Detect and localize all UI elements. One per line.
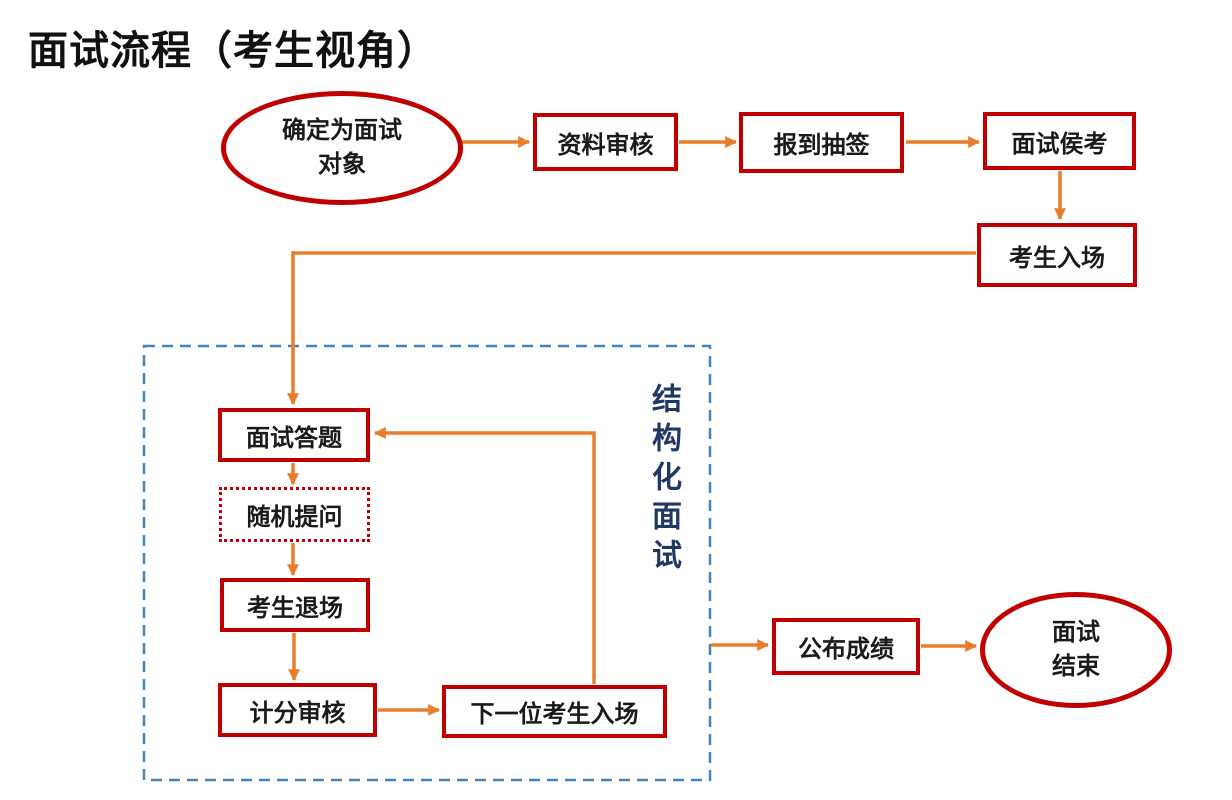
node-interview-answer-label: 面试答题 bbox=[246, 424, 342, 452]
node-end-line1: 面试 bbox=[1052, 619, 1100, 646]
node-candidate-exit-label: 考生退场 bbox=[247, 594, 343, 622]
node-random-question-label: 随机提问 bbox=[246, 504, 343, 531]
node-random-question: 随机提问 bbox=[219, 487, 370, 542]
node-candidate-exit: 考生退场 bbox=[220, 578, 370, 632]
node-announce-results-label: 公布成绩 bbox=[798, 636, 894, 663]
node-score-review-label: 计分审核 bbox=[249, 699, 346, 727]
node-interview-answer: 面试答题 bbox=[218, 408, 370, 462]
node-score-review: 计分审核 bbox=[218, 683, 377, 737]
arrow-next-loop-to-answer bbox=[373, 427, 596, 684]
node-announce-results: 公布成绩 bbox=[772, 618, 920, 675]
node-checkin-lottery-label: 报到抽签 bbox=[773, 132, 870, 159]
node-end-line2: 结束 bbox=[1052, 653, 1100, 680]
node-next-candidate: 下一位考生入场 bbox=[442, 685, 667, 738]
node-start-ellipse: 确定为面试 对象 bbox=[221, 91, 463, 205]
node-document-review-label: 资料审核 bbox=[557, 131, 654, 159]
node-candidate-enter: 考生入场 bbox=[977, 223, 1137, 287]
node-next-candidate-label: 下一位考生入场 bbox=[470, 701, 639, 728]
node-interview-waiting-label: 面试侯考 bbox=[1011, 130, 1108, 158]
node-start-line2: 对象 bbox=[318, 151, 366, 178]
node-document-review: 资料审核 bbox=[533, 113, 678, 171]
node-end-ellipse: 面试 结束 bbox=[980, 592, 1172, 708]
arrow-enter-to-answer bbox=[287, 251, 976, 406]
node-start-line1: 确定为面试 bbox=[282, 117, 402, 144]
page-title: 面试流程（考生视角） bbox=[28, 29, 438, 73]
structured-interview-label: 结构化面试 bbox=[647, 383, 680, 578]
node-candidate-enter-label: 考生入场 bbox=[1009, 244, 1105, 272]
node-interview-waiting: 面试侯考 bbox=[983, 112, 1136, 170]
node-checkin-lottery: 报到抽签 bbox=[739, 112, 904, 173]
